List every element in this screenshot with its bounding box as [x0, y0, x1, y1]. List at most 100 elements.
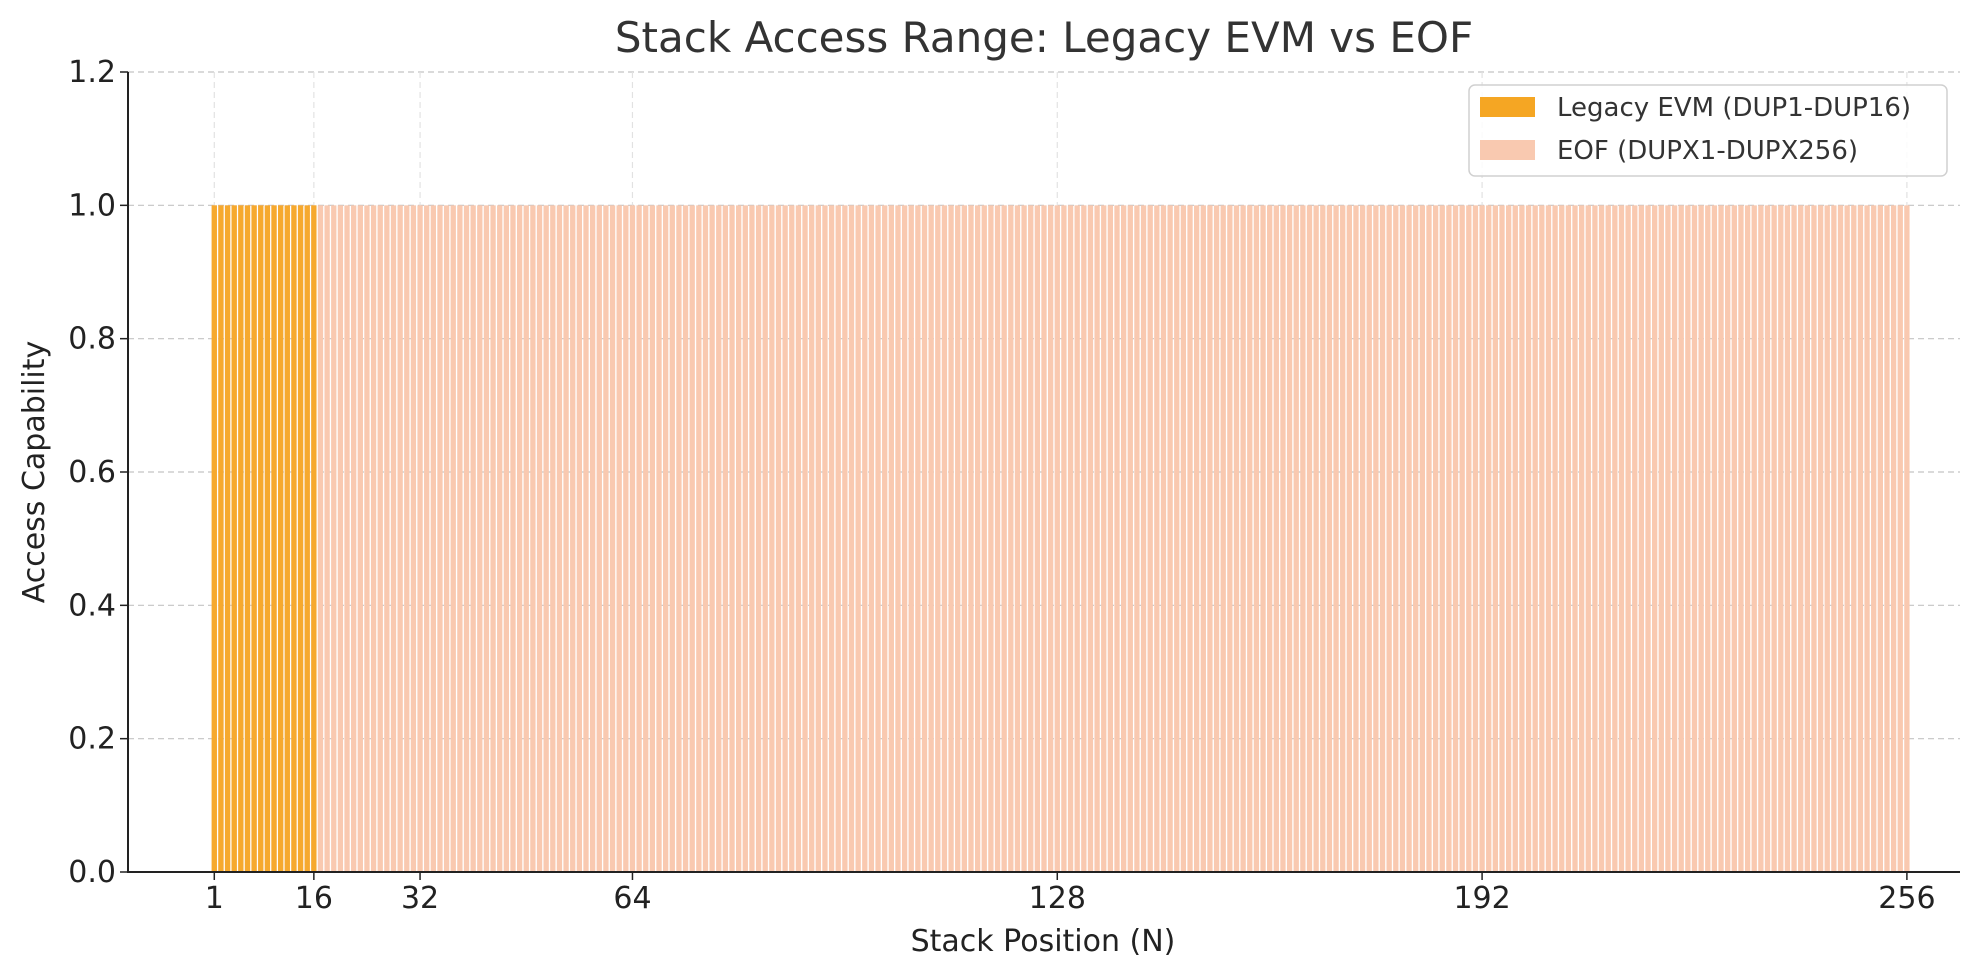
eof-bar	[795, 205, 802, 873]
eof-bar	[1492, 205, 1499, 873]
y-tick-label: 0.4	[68, 588, 116, 623]
eof-bar	[1008, 205, 1014, 873]
eof-bar	[669, 205, 675, 873]
eof-bar	[1784, 205, 1791, 873]
eof-bar	[762, 205, 768, 873]
eof-bar	[1512, 205, 1518, 873]
eof-bar	[1041, 205, 1047, 873]
eof-bar	[1539, 205, 1545, 873]
eof-bar	[1618, 205, 1625, 873]
x-tick-label: 1	[205, 881, 224, 916]
eof-bar	[1612, 205, 1618, 873]
eof-bar	[543, 205, 549, 873]
eof-bar	[921, 205, 928, 873]
legacy-bar	[258, 205, 264, 873]
eof-bar	[709, 205, 715, 873]
eof-bar	[536, 205, 543, 873]
y-ticks: 0.00.20.40.60.81.01.2	[68, 55, 128, 890]
eof-bar	[483, 205, 490, 873]
eof-bar	[1094, 205, 1100, 873]
eof-bar	[1837, 205, 1844, 873]
eof-bar	[822, 205, 828, 873]
y-tick-label: 1.2	[68, 55, 116, 90]
eof-bar	[523, 205, 529, 873]
eof-bar	[1101, 205, 1107, 873]
eof-bar	[570, 205, 576, 873]
eof-bar	[516, 205, 523, 873]
legacy-bar	[211, 205, 217, 873]
legacy-bar	[297, 205, 304, 873]
eof-bar	[1851, 205, 1857, 873]
eof-bar	[981, 205, 987, 873]
eof-bar	[556, 205, 563, 873]
eof-bar	[1180, 205, 1187, 873]
legacy-bar	[304, 205, 310, 873]
eof-bar	[1154, 205, 1160, 873]
eof-bar	[895, 205, 901, 873]
eof-bar	[331, 205, 337, 873]
eof-bar	[1897, 205, 1903, 873]
eof-bar	[1047, 205, 1054, 873]
eof-bar	[1731, 205, 1737, 873]
eof-bar	[862, 205, 868, 873]
eof-bar	[749, 205, 755, 873]
eof-bar	[1452, 205, 1459, 873]
y-tick-label: 1.0	[68, 188, 116, 223]
eof-bar	[955, 205, 961, 873]
eof-bar	[1359, 205, 1366, 873]
eof-bar	[1313, 205, 1319, 873]
eof-bar	[589, 205, 596, 873]
eof-bar	[1698, 205, 1704, 873]
eof-bar	[1758, 205, 1764, 873]
eof-bar	[1267, 205, 1273, 873]
eof-bar	[1505, 205, 1512, 873]
eof-bar	[1021, 205, 1027, 873]
eof-bar	[1227, 205, 1233, 873]
eof-bar	[563, 205, 569, 873]
eof-bar	[1107, 205, 1114, 873]
eof-bar	[1220, 205, 1226, 873]
eof-bar	[769, 205, 775, 873]
eof-bar	[1525, 205, 1532, 873]
eof-bar	[1194, 205, 1200, 873]
eof-bar	[1711, 205, 1718, 873]
eof-bar	[1804, 205, 1810, 873]
eof-bar	[377, 205, 383, 873]
legacy-bar	[311, 205, 317, 873]
eof-bar	[1074, 205, 1080, 873]
y-tick-label: 0.2	[68, 722, 116, 757]
eof-bar	[941, 205, 948, 873]
eof-bar	[337, 205, 344, 873]
eof-bar	[437, 205, 443, 873]
eof-bar	[636, 205, 642, 873]
eof-bar	[1393, 205, 1399, 873]
eof-bar	[1293, 205, 1299, 873]
legacy-bar	[251, 205, 257, 873]
eof-bar	[1705, 205, 1711, 873]
legend-swatch-legacy	[1480, 97, 1535, 117]
eof-bar	[868, 205, 875, 873]
eof-bar	[1386, 205, 1392, 873]
legacy-bar	[244, 205, 251, 873]
eof-bar	[689, 205, 695, 873]
eof-bar	[424, 205, 430, 873]
eof-bar	[722, 205, 729, 873]
eof-bar	[1638, 205, 1645, 873]
eof-bar	[550, 205, 556, 873]
eof-bar	[1140, 205, 1147, 873]
eof-bar	[1260, 205, 1266, 873]
eof-bar	[1379, 205, 1386, 873]
eof-bar	[576, 205, 583, 873]
eof-bar	[1061, 205, 1067, 873]
eof-bar	[1174, 205, 1180, 873]
eof-bar	[1300, 205, 1306, 873]
eof-bar	[1247, 205, 1253, 873]
legend-label-eof: EOF (DUPX1-DUPX256)	[1557, 136, 1858, 166]
eof-bar	[596, 205, 602, 873]
legacy-bar	[218, 205, 224, 873]
x-tick-label: 16	[295, 881, 333, 916]
eof-bar	[968, 205, 974, 873]
eof-bar	[1466, 205, 1472, 873]
eof-bar	[755, 205, 762, 873]
